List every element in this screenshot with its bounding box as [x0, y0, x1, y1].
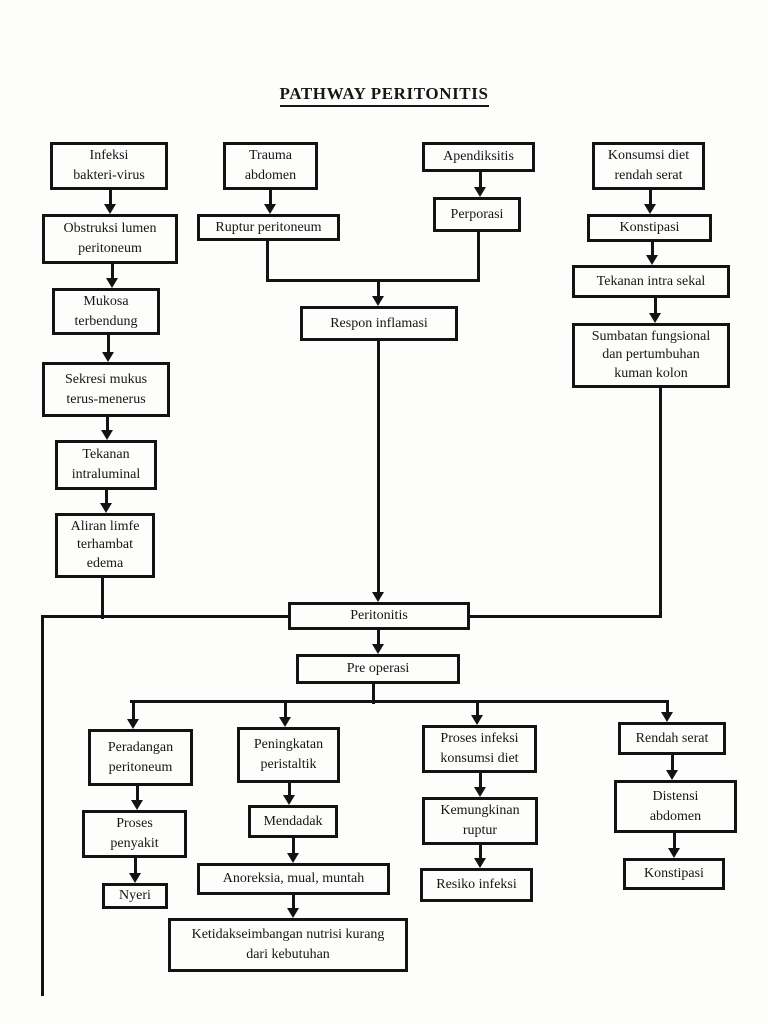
arrow-sekresi-to-tekanan	[101, 417, 114, 440]
line-aliran-down	[101, 578, 104, 619]
node-apendiksitis: Apendiksitis	[422, 142, 535, 172]
arrow-mukosa-to-sekresi	[102, 335, 115, 362]
node-ketidakseimbangan-nutrisi: Ketidakseimbangan nutrisi kurang dari ke…	[168, 918, 408, 972]
arrow-anoreksia-to-ketidakseimbangan	[287, 895, 300, 918]
node-resiko-infeksi: Resiko infeksi	[420, 868, 533, 902]
page-title: PATHWAY PERITONITIS	[0, 84, 768, 107]
arrow-apendiksitis-to-perporasi	[474, 172, 487, 197]
arrow-rendah-serat-to-distensi	[666, 755, 679, 780]
arrow-tekanan-sekal-to-sumbatan	[649, 298, 662, 323]
line-merge-trauma-apendiksitis	[266, 279, 480, 282]
node-konstipasi-bawah: Konstipasi	[623, 858, 725, 890]
node-mendadak: Mendadak	[248, 805, 338, 838]
node-proses-penyakit: Proses penyakit	[82, 810, 187, 858]
node-sekresi-mukus: Sekresi mukus terus-menerus	[42, 362, 170, 417]
arrow-branch-to-peningkatan	[279, 701, 292, 727]
node-obstruksi-lumen: Obstruksi lumen peritoneum	[42, 214, 178, 264]
node-distensi-abdomen: Distensi abdomen	[614, 780, 737, 833]
node-respon-inflamasi: Respon inflamasi	[300, 306, 458, 341]
line-perporasi-down	[477, 232, 480, 282]
arrow-konsumsi-to-konstipasi	[644, 190, 657, 214]
arrow-proses-penyakit-to-nyeri	[129, 858, 142, 883]
node-infeksi-bakteri-virus: Infeksi bakteri-virus	[50, 142, 168, 190]
page-title-text: PATHWAY PERITONITIS	[279, 84, 489, 107]
line-sumbatan-down	[659, 388, 662, 618]
arrow-peningkatan-to-mendadak	[283, 783, 296, 805]
arrow-obstruksi-to-mukosa	[106, 264, 119, 288]
arrow-peradangan-to-proses-penyakit	[131, 786, 144, 810]
node-ruptur-peritoneum: Ruptur peritoneum	[197, 214, 340, 241]
arrow-mendadak-to-anoreksia	[287, 838, 300, 863]
arrow-proses-infeksi-to-kemungkinan	[474, 773, 487, 797]
node-rendah-serat: Rendah serat	[618, 722, 726, 755]
line-right-to-peritonitis	[468, 615, 661, 618]
node-tekanan-intraluminal: Tekanan intraluminal	[55, 440, 157, 490]
node-trauma-abdomen: Trauma abdomen	[223, 142, 318, 190]
arrow-peritonitis-to-preoperasi	[372, 630, 385, 654]
line-preoperasi-down	[372, 684, 375, 704]
line-left-to-peritonitis	[41, 615, 290, 618]
arrow-konstipasi-to-tekanan-sekal	[646, 242, 659, 265]
node-konstipasi-atas: Konstipasi	[587, 214, 712, 242]
node-anoreksia-mual-muntah: Anoreksia, mual, muntah	[197, 863, 390, 895]
line-left-margin-down	[41, 615, 44, 996]
arrow-branch-to-rendah-serat	[661, 701, 674, 722]
node-perporasi: Perporasi	[433, 197, 521, 232]
node-konsumsi-diet: Konsumsi diet rendah serat	[592, 142, 705, 190]
arrow-infeksi-to-obstruksi	[104, 190, 117, 214]
arrow-branch-to-peradangan	[127, 701, 140, 729]
arrow-kemungkinan-to-resiko	[474, 845, 487, 868]
arrow-tekanan-to-aliran	[100, 490, 113, 513]
node-pre-operasi: Pre operasi	[296, 654, 460, 684]
node-kemungkinan-ruptur: Kemungkinan ruptur	[422, 797, 538, 845]
arrow-trauma-to-ruptur	[264, 190, 277, 214]
node-aliran-limfe-edema: Aliran limfe terhambat edema	[55, 513, 155, 578]
node-sumbatan-fungsional: Sumbatan fungsional dan pertumbuhan kuma…	[572, 323, 730, 388]
node-tekanan-intra-sekal: Tekanan intra sekal	[572, 265, 730, 298]
node-nyeri: Nyeri	[102, 883, 168, 909]
node-peradangan-peritoneum: Peradangan peritoneum	[88, 729, 193, 786]
node-proses-infeksi-konsumsi-diet: Proses infeksi konsumsi diet	[422, 725, 537, 773]
arrow-respon-to-peritonitis	[372, 341, 385, 602]
node-peritonitis: Peritonitis	[288, 602, 470, 630]
arrow-distensi-to-konstipasi	[668, 833, 681, 858]
node-peningkatan-peristaltik: Peningkatan peristaltik	[237, 727, 340, 783]
node-mukosa-terbendung: Mukosa terbendung	[52, 288, 160, 335]
arrow-merge-to-respon	[372, 279, 385, 306]
line-ruptur-down	[266, 241, 269, 282]
line-branch-horizontal	[130, 700, 669, 703]
arrow-branch-to-proses-infeksi	[471, 701, 484, 725]
